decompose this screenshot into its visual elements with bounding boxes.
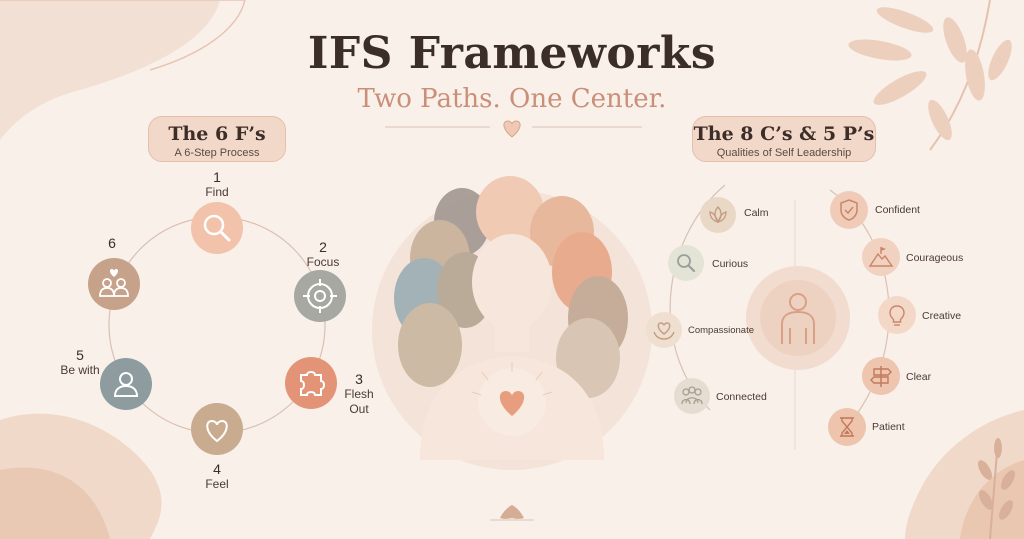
six-fs-title: The 6 F’s: [168, 123, 266, 145]
target-icon: [294, 270, 346, 322]
quality-compassionate: Compassionate: [688, 325, 755, 336]
quality-confident: Confident: [875, 204, 920, 216]
step-3: 3 Flesh Out: [344, 371, 374, 417]
step-5: 5 Be with: [60, 347, 100, 378]
people-heart-icon: [88, 258, 140, 310]
divider-heart-icon: [503, 120, 521, 138]
quality-clear: Clear: [906, 371, 932, 383]
hourglass-icon: [828, 408, 866, 446]
page-title: IFS Frameworks: [307, 28, 717, 79]
center-heart-icon: [499, 391, 525, 416]
quality-curious: Curious: [712, 258, 749, 270]
eight-cs-subtitle: Qualities of Self Leadership: [716, 147, 852, 159]
step-6: 6: [108, 235, 116, 251]
quality-patient: Patient: [872, 421, 905, 433]
heart-hands-icon: [646, 312, 682, 348]
page-subtitle: Two Paths. One Center.: [357, 84, 667, 114]
step-2: 2 Focus: [306, 239, 340, 270]
eight-cs-title: The 8 C’s & 5 P’s: [693, 123, 875, 145]
signpost-icon: [862, 357, 900, 395]
step-4: 4 Feel: [205, 461, 229, 492]
person-icon: [100, 358, 152, 410]
quality-calm: Calm: [744, 207, 769, 219]
lightbulb-icon: [878, 296, 916, 334]
self-person-icon: [781, 293, 815, 344]
quality-connected: Connected: [716, 391, 767, 403]
heart-icon: [191, 403, 243, 455]
lotus-icon: [700, 197, 736, 233]
six-fs-heading: The 6 F’s A 6-Step Process: [148, 116, 286, 162]
eight-cs-heading: The 8 C’s & 5 P’s Qualities of Self Lead…: [692, 116, 876, 162]
group-icon: [674, 378, 710, 414]
magnifier-icon: [191, 202, 243, 254]
step-1: 1 Find: [205, 169, 229, 200]
mountain-flag-icon: [862, 238, 900, 276]
puzzle-icon: [285, 357, 337, 409]
six-fs-subtitle: A 6-Step Process: [174, 147, 260, 159]
quality-courageous: Courageous: [906, 252, 964, 264]
quality-creative: Creative: [922, 310, 962, 322]
magnifier-icon: [668, 245, 704, 281]
shield-icon: [830, 191, 868, 229]
